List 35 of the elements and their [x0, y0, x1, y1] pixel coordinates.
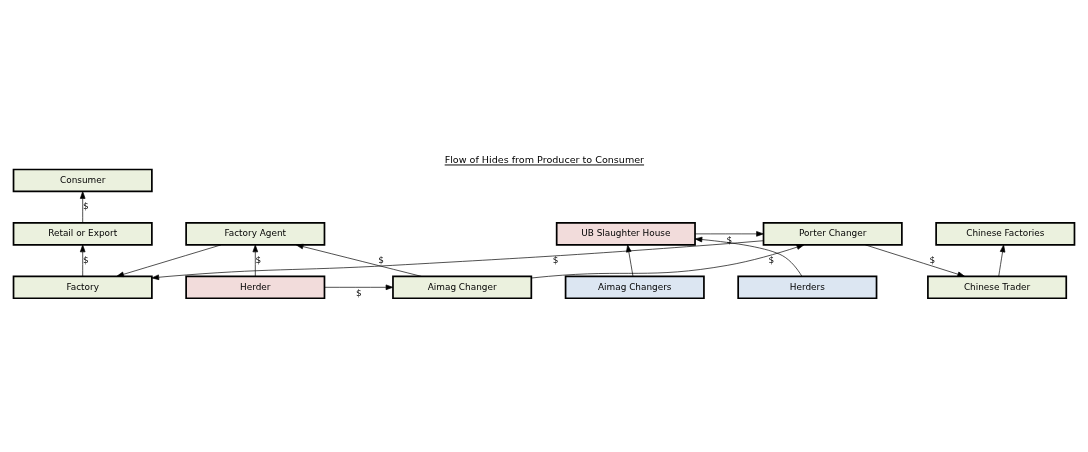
edge-label: $ — [768, 254, 775, 265]
diagram-title: Flow of Hides from Producer to Consumer — [444, 154, 645, 166]
arrow — [694, 236, 803, 277]
edge-label: $ — [929, 254, 936, 265]
arrow — [79, 191, 86, 224]
arrow — [116, 244, 222, 277]
arrow — [252, 244, 259, 277]
arrow — [295, 243, 422, 277]
node-box: UB Slaughter House — [555, 222, 696, 246]
edge-label: $ — [355, 288, 362, 299]
arrow — [998, 244, 1006, 277]
node-box: Consumer — [12, 168, 153, 193]
edge-label: $ — [552, 254, 559, 265]
node-box: Herders — [737, 275, 878, 300]
arrow — [79, 244, 86, 277]
edge-label: $ — [378, 254, 384, 265]
node-box: Chinese Trader — [927, 275, 1068, 300]
arrow — [531, 244, 805, 279]
edge-label: $ — [82, 201, 89, 212]
arrow — [626, 244, 634, 277]
node-box: Factory Agent — [185, 222, 326, 246]
arrow — [694, 231, 764, 237]
node-box: Factory — [12, 275, 153, 300]
arrow — [324, 284, 394, 291]
edge-label: $ — [726, 235, 733, 246]
node-box: Porter Changer — [762, 222, 903, 246]
node-box: Herder — [185, 275, 326, 300]
edge-label: $ — [255, 254, 262, 265]
arrow — [865, 244, 965, 277]
node-box: Aimag Changer — [392, 275, 533, 300]
node-box: Retail or Export — [12, 222, 153, 246]
edge-label: $ — [82, 254, 89, 265]
node-box: Chinese Factories — [935, 222, 1076, 246]
node-box: Aimag Changers — [564, 275, 705, 300]
arrow — [151, 240, 764, 280]
